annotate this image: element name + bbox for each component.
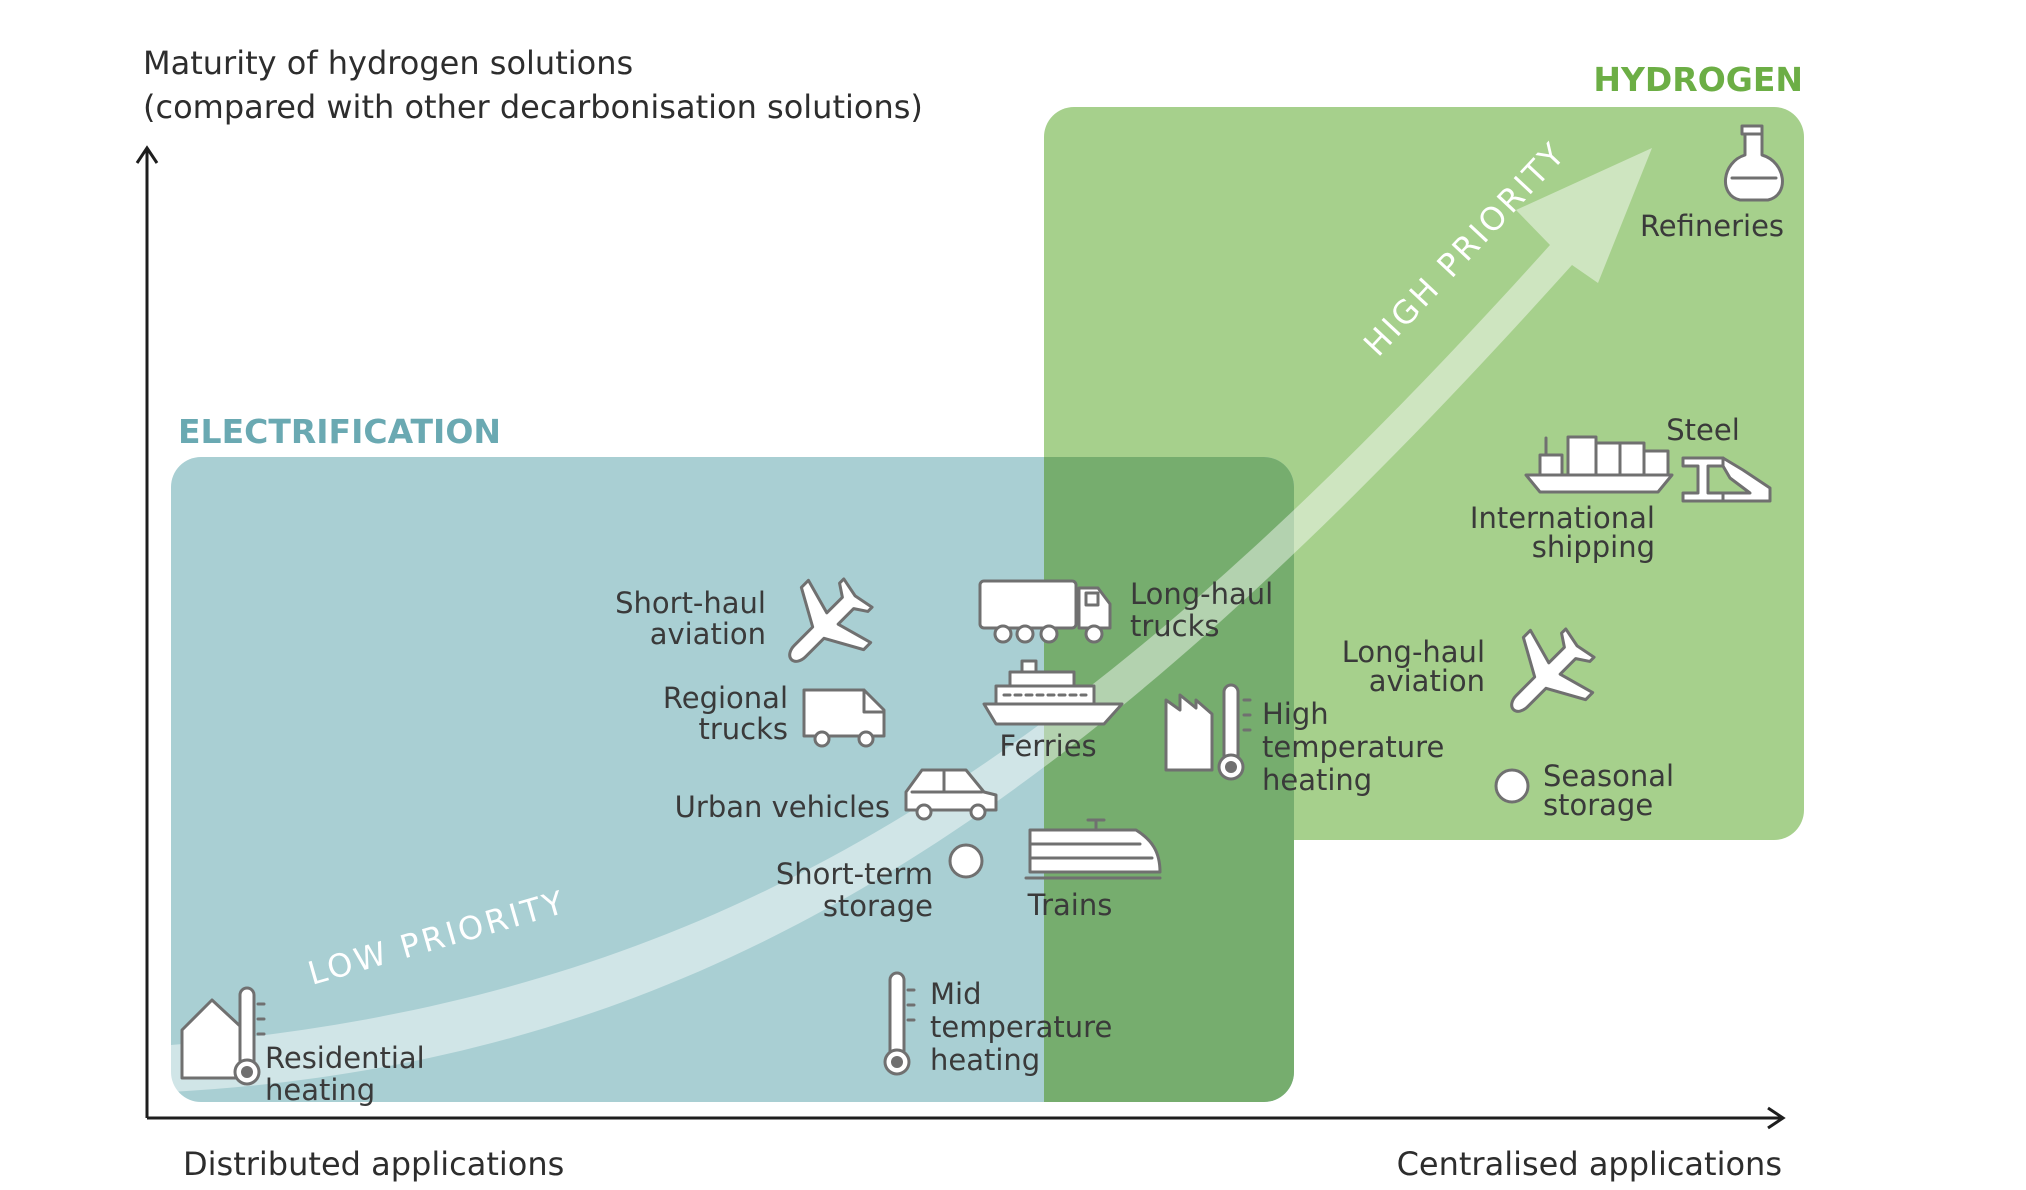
steel-item: Steel <box>1666 413 1772 503</box>
urban-vehicles-label: Urban vehicles <box>675 790 890 824</box>
ferries-label: Ferries <box>999 729 1096 763</box>
long-haul-aviation-label-line2: aviation <box>1369 664 1485 698</box>
long-haul-trucks-label-line1: Long-haul <box>1130 577 1273 611</box>
airplane-icon <box>788 577 874 663</box>
mid-temperature-heating-item: Mid temperature heating <box>883 971 1112 1077</box>
ferry-icon <box>982 659 1124 726</box>
regional-trucks-label-line2: trucks <box>698 712 788 746</box>
hydrogen-title: HYDROGEN <box>1593 60 1803 99</box>
house-thermometer-icon <box>180 986 266 1086</box>
trains-label: Trains <box>1027 888 1113 922</box>
short-haul-aviation-item: Short-haul aviation <box>615 577 874 663</box>
short-haul-aviation-label-line2: aviation <box>650 617 766 651</box>
flask-icon <box>1723 124 1784 202</box>
high-temperature-heating-label-line1: High <box>1262 697 1329 731</box>
refineries-label: Refineries <box>1640 209 1784 243</box>
residential-heating-label-line2: heating <box>265 1073 375 1107</box>
high-temperature-heating-label-line2: temperature <box>1262 730 1444 764</box>
airplane-icon <box>1510 627 1596 713</box>
residential-heating-label-line1: Residential <box>265 1041 425 1075</box>
steel-beam-icon <box>1681 456 1772 503</box>
international-shipping-label-line1: International <box>1470 501 1655 535</box>
seasonal-storage-label-line2: storage <box>1543 788 1653 822</box>
x-axis-label-left: Distributed applications <box>183 1145 564 1183</box>
seasonal-storage-label-line1: Seasonal <box>1543 759 1674 793</box>
mid-temperature-heating-label-line2: temperature <box>930 1010 1112 1044</box>
ferries-item: Ferries <box>982 659 1124 763</box>
y-axis-label-line1: Maturity of hydrogen solutions <box>143 44 633 82</box>
regional-trucks-item: Regional trucks <box>663 681 886 748</box>
short-haul-aviation-label-line1: Short-haul <box>615 586 766 620</box>
cargo-ship-icon <box>1524 435 1674 494</box>
international-shipping-item: International shipping <box>1470 435 1674 564</box>
car-icon <box>904 768 998 821</box>
high-temperature-heating-item: High temperature heating <box>1164 683 1444 797</box>
long-haul-trucks-item: Long-haul trucks <box>978 577 1273 644</box>
mid-temperature-heating-label-line3: heating <box>930 1043 1040 1077</box>
y-axis <box>135 145 159 1118</box>
van-icon <box>802 688 886 748</box>
long-haul-aviation-label-line1: Long-haul <box>1342 635 1485 669</box>
short-term-storage-label-line1: Short-term <box>776 857 933 891</box>
trains-item: Trains <box>1024 818 1162 922</box>
international-shipping-label-line2: shipping <box>1532 530 1655 564</box>
mid-temperature-heating-label-line1: Mid <box>930 977 982 1011</box>
short-term-storage-label-line2: storage <box>823 889 933 923</box>
train-icon <box>1024 818 1162 880</box>
seasonal-storage-item: Seasonal storage <box>1494 759 1674 822</box>
residential-heating-item: Residential heating <box>180 986 425 1107</box>
long-haul-aviation-item: Long-haul aviation <box>1342 627 1596 713</box>
x-axis <box>147 1106 1786 1130</box>
truck-icon <box>978 579 1112 644</box>
overlap-zone <box>1044 457 1294 1102</box>
steel-label: Steel <box>1666 413 1740 447</box>
high-temperature-heating-label-line3: heating <box>1262 763 1372 797</box>
long-haul-trucks-label-line2: trucks <box>1130 609 1220 643</box>
y-axis-label-line2: (compared with other decarbonisation sol… <box>143 88 923 126</box>
seasonal-storage-circle-icon <box>1494 768 1530 804</box>
regional-trucks-label-line1: Regional <box>663 681 788 715</box>
short-term-storage-circle-icon <box>948 843 984 879</box>
refineries-item: Refineries <box>1640 124 1784 243</box>
x-axis-label-right: Centralised applications <box>1397 1145 1782 1183</box>
short-term-storage-item: Short-term storage <box>776 843 984 923</box>
electrification-title: ELECTRIFICATION <box>178 412 501 451</box>
factory-thermometer-icon <box>1164 683 1252 781</box>
urban-vehicles-item: Urban vehicles <box>675 768 998 824</box>
thermometer-icon <box>883 971 916 1076</box>
